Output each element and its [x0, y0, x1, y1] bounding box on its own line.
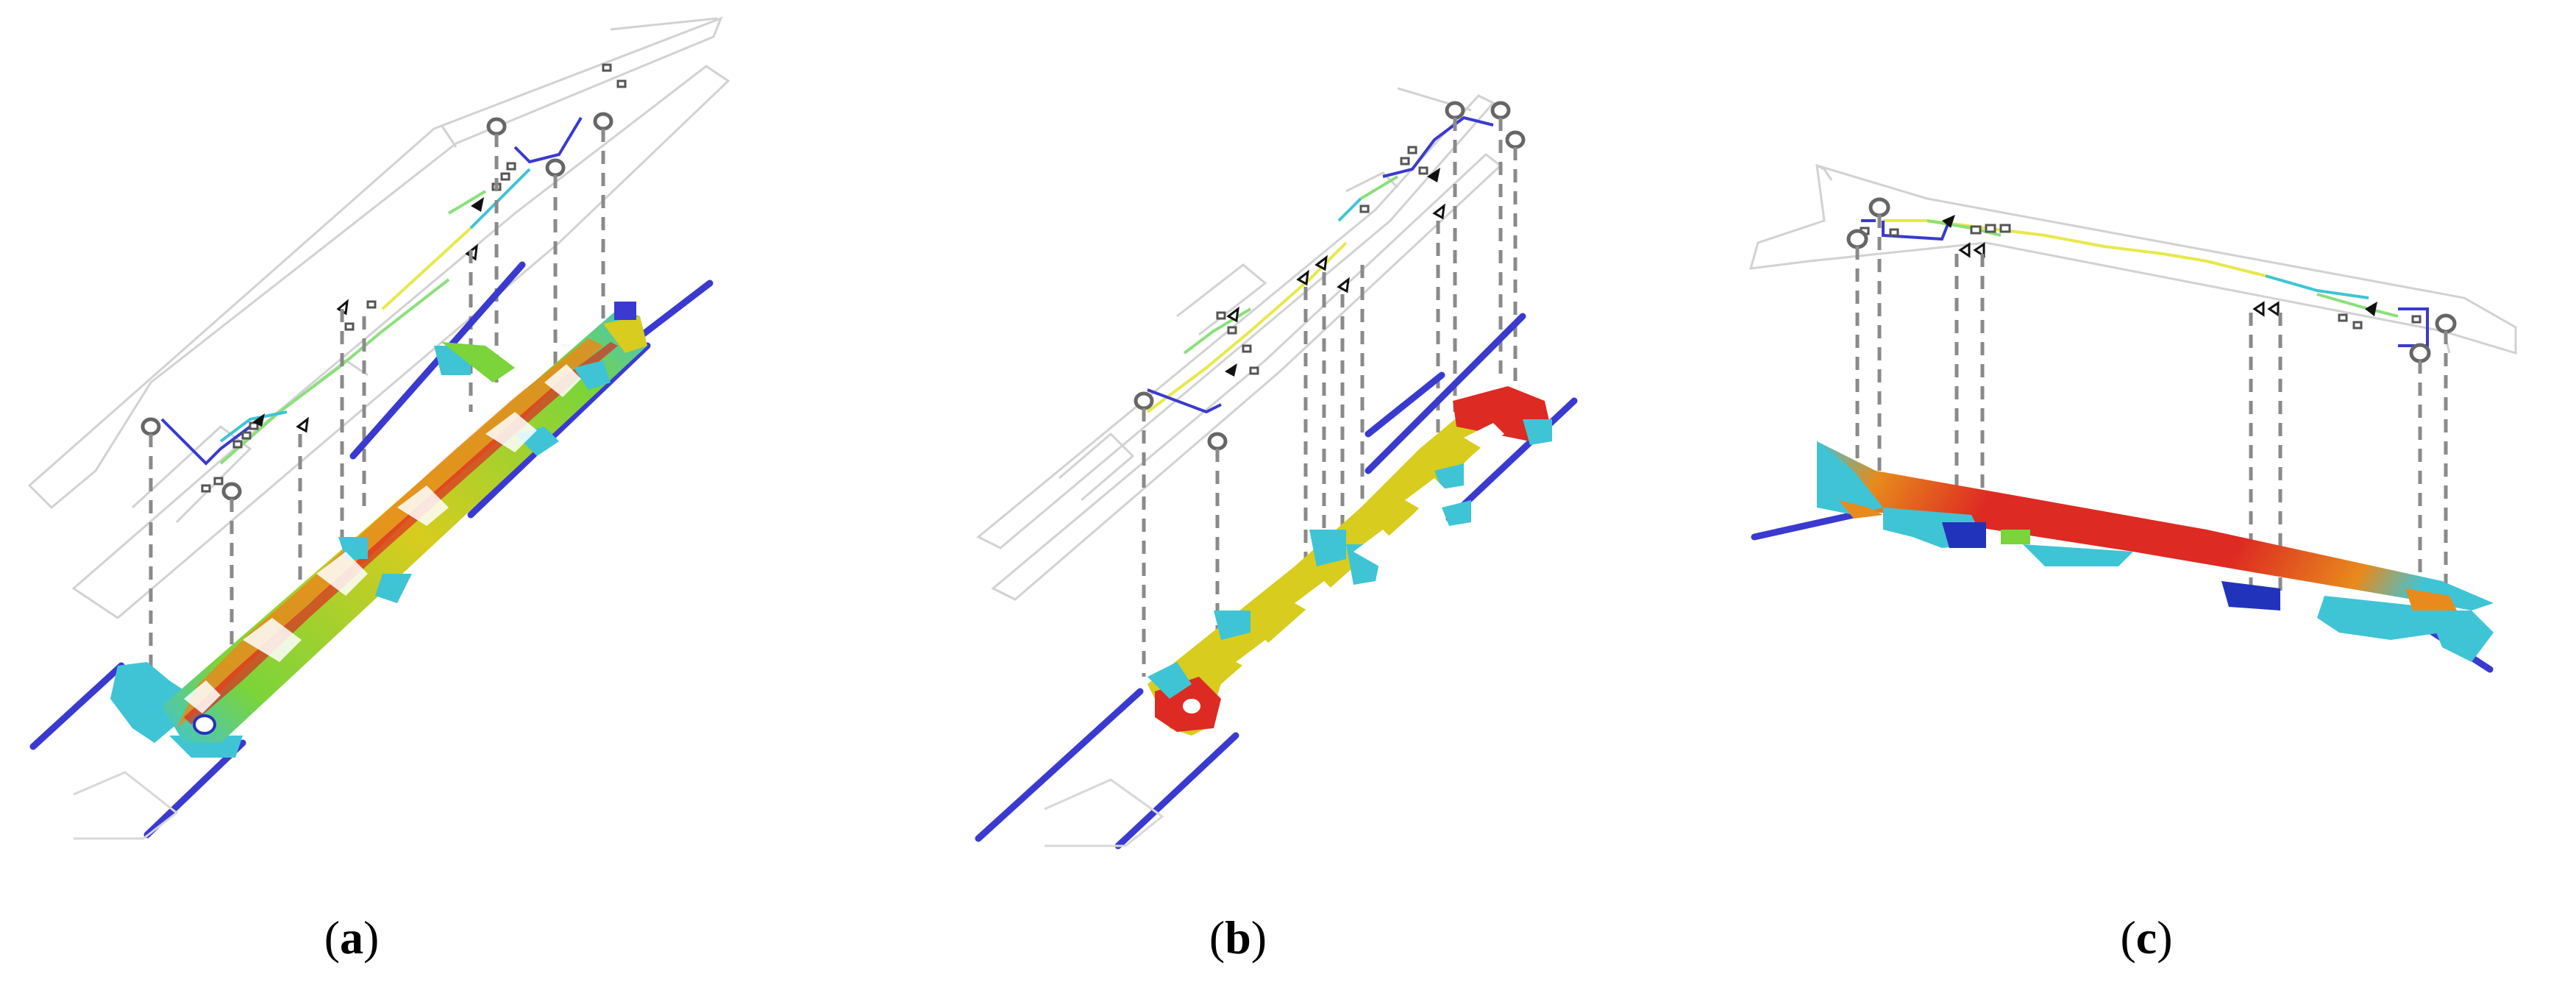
panel-a-arrows	[252, 197, 484, 433]
direction-arrow-icon	[1958, 242, 1971, 258]
plan-box-icon	[213, 477, 224, 485]
access-circle-icon	[486, 117, 507, 136]
direction-arrow-icon	[471, 197, 484, 212]
direction-arrow-icon	[1226, 306, 1239, 323]
direction-arrow-icon	[1942, 215, 1955, 228]
access-circle-icon	[593, 112, 613, 131]
panel-b-arrows	[1225, 168, 1445, 377]
direction-arrow-icon	[1225, 363, 1237, 377]
panel-c-plan-boxes	[1860, 224, 2422, 330]
plan-box-icon	[1418, 166, 1428, 175]
direction-arrow-icon	[2365, 302, 2377, 316]
access-circle-icon	[1134, 391, 1154, 410]
plan-box-icon	[506, 162, 516, 171]
access-circle-icon	[1505, 130, 1526, 149]
access-circle-icon	[1846, 229, 1868, 249]
panel-b-vertical-connectors	[1142, 118, 1518, 677]
panel-a-heatmap-concourse	[110, 302, 647, 758]
plan-box-icon	[1359, 204, 1370, 213]
caption-a-close: )	[363, 911, 380, 964]
direction-arrow-icon	[1427, 168, 1440, 182]
caption-a-letter: a	[340, 911, 363, 964]
access-circle-icon	[1490, 101, 1511, 120]
access-circle-icon	[1207, 432, 1228, 451]
direction-arrow-icon	[2267, 301, 2280, 317]
plan-box-icon	[500, 172, 510, 181]
panel-b-heatmap-concourse	[1148, 386, 1552, 736]
panel-a-vertical-connectors	[149, 129, 605, 728]
direction-arrow-icon	[296, 416, 309, 433]
plan-box-icon	[249, 421, 259, 430]
plan-box-icon	[616, 79, 627, 88]
direction-arrow-icon	[1314, 255, 1328, 271]
plan-box-icon	[1889, 228, 1899, 237]
caption-b-close: )	[1250, 911, 1267, 964]
plan-box-icon	[602, 63, 612, 72]
caption-a: (a)	[324, 911, 380, 965]
plan-box-icon	[1999, 224, 2011, 233]
panel-a-lower-outline	[73, 771, 179, 840]
panel-b-upper-plan	[976, 87, 1503, 601]
direction-arrow-icon	[252, 413, 265, 427]
caption-b: (b)	[1209, 911, 1267, 965]
caption-c: (c)	[2120, 911, 2172, 965]
plan-box-icon	[366, 300, 377, 309]
plan-box-icon	[2411, 315, 2422, 324]
panel-c-diagram	[1748, 163, 2517, 673]
panel-a-route-lines	[160, 116, 583, 466]
plan-box-icon	[1216, 311, 1226, 320]
plan-box-icon	[2338, 313, 2348, 322]
direction-arrow-icon	[1973, 242, 1985, 258]
access-circle-icon	[140, 417, 161, 436]
direction-arrow-icon	[1296, 269, 1309, 286]
access-circle-icon	[221, 482, 242, 501]
plan-box-icon	[1407, 146, 1417, 154]
direction-arrow-icon	[1337, 277, 1350, 293]
plan-box-icon	[241, 431, 252, 440]
caption-b-open: (	[1209, 911, 1225, 964]
plan-box-icon	[2352, 321, 2363, 330]
direction-arrow-icon	[2252, 301, 2265, 317]
caption-c-open: (	[2120, 911, 2136, 964]
panel-b-diagram	[975, 87, 1578, 850]
panel-a-plan-boxes	[201, 63, 627, 493]
plan-box-icon	[1970, 225, 1982, 235]
panel-b-lower-outline	[1044, 778, 1164, 847]
plan-box-icon	[1400, 157, 1410, 166]
caption-c-close: )	[2157, 911, 2173, 964]
panel-c-arrows	[1942, 215, 2377, 317]
panel-c-vertical-connectors	[1855, 215, 2448, 611]
access-circle-icon	[2409, 343, 2431, 363]
panel-c-upper-plan	[1748, 163, 2517, 355]
caption-c-letter: c	[2135, 911, 2157, 964]
plan-box-icon	[1249, 366, 1259, 375]
access-circle-icon	[545, 158, 566, 177]
plan-box-icon	[232, 440, 243, 449]
plan-box-icon	[344, 322, 355, 331]
direction-arrow-icon	[1432, 203, 1445, 220]
access-circle-icon	[1445, 101, 1465, 120]
panel-a-diagram	[27, 16, 730, 840]
caption-a-open: (	[324, 911, 340, 964]
panel-b-platform-edges	[975, 313, 1578, 850]
panel-a-access-points	[140, 112, 613, 501]
caption-b-letter: b	[1225, 911, 1251, 964]
plan-box-icon	[1227, 326, 1237, 335]
panel-b-plan-boxes	[1216, 146, 1428, 375]
plan-box-icon	[201, 484, 211, 493]
panel-b-access-points	[1134, 101, 1526, 451]
panel-c-heatmap-concourse	[1817, 441, 2494, 662]
access-circle-icon	[1868, 197, 1890, 218]
access-circle-icon	[2435, 313, 2457, 334]
plan-box-icon	[1242, 344, 1252, 353]
plan-box-icon	[1985, 224, 1996, 233]
